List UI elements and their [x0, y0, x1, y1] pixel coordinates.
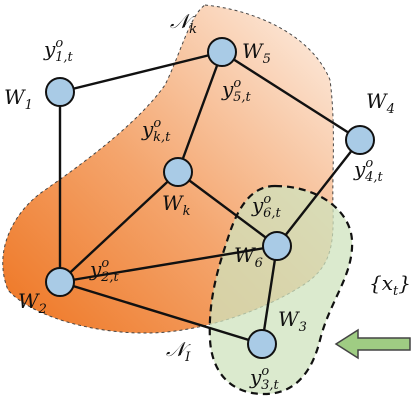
edge-w5-wk	[176, 50, 224, 174]
node-label-w6: W6	[234, 243, 263, 271]
edge-w5-w4	[220, 50, 362, 142]
node-label-wk: Wk	[162, 191, 191, 219]
node-label-w4: W4	[366, 89, 395, 117]
node-circle-w3	[247, 329, 277, 359]
neighborhood-i-label: 𝒩I	[166, 337, 191, 365]
node-circle-w1	[45, 77, 75, 107]
neighborhood-k-label: 𝒩k	[170, 9, 197, 37]
edges	[58, 50, 362, 346]
edge-w4-w6	[275, 138, 362, 248]
node-circle-w6	[262, 231, 292, 261]
edge-w2-w3	[58, 280, 264, 346]
node-label-w2: W2	[18, 289, 47, 317]
node-label-w5: W5	[242, 39, 271, 67]
node-circle-w2	[45, 267, 75, 297]
node-circle-w5	[207, 37, 237, 67]
neighborhood-i-region	[208, 184, 354, 396]
edge-wk-w6	[176, 170, 279, 248]
node-label-w1: W1	[4, 85, 33, 113]
input-label: {xt}	[369, 271, 411, 299]
edge-w6-w3	[260, 244, 279, 346]
edge-w6-w2	[58, 244, 279, 284]
node-circle-wk	[163, 157, 193, 187]
edge-w1-w5	[58, 50, 224, 94]
edge-wk-w2	[58, 170, 180, 284]
node-label-w3: W3	[278, 307, 307, 335]
node-circle-w4	[345, 125, 375, 155]
input-arrow	[334, 328, 411, 360]
